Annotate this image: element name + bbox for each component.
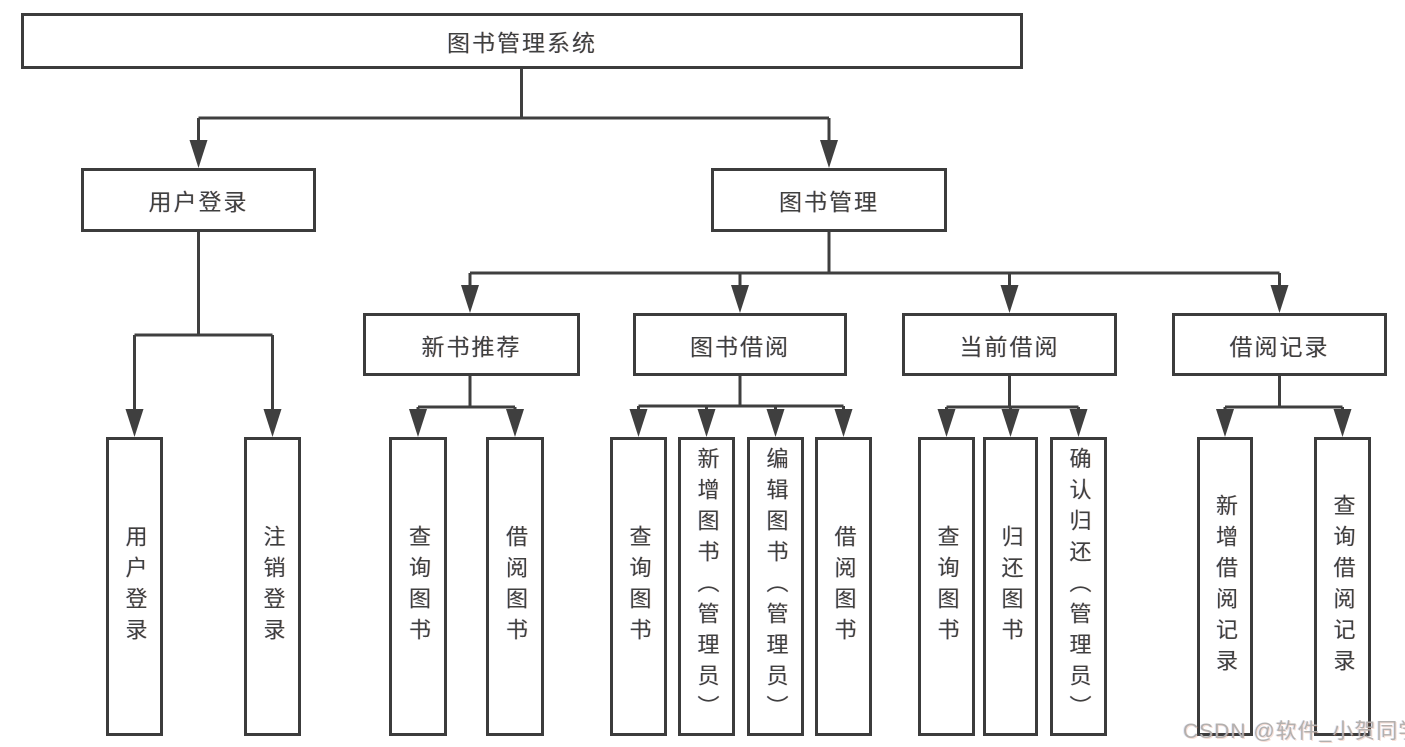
node-current-borrowing: 当前借阅 (902, 313, 1117, 376)
node-borrowing-records: 借阅记录 (1172, 313, 1387, 376)
arrow-borrow (731, 285, 749, 313)
node-user-login: 用户登录 (81, 168, 316, 232)
node-label: 查询图书 (934, 524, 960, 649)
leaf-query-borrow-record: 查询借阅记录 (1314, 437, 1371, 736)
node-label: 归还图书 (998, 524, 1024, 649)
leaf-borrow-books: 借阅图书 (815, 437, 872, 736)
node-label: 查询图书 (626, 524, 652, 649)
node-label: 查询图书 (406, 524, 431, 649)
node-label: 新增借阅记录 (1213, 493, 1238, 680)
leaf-add-books-admin: 新增图书（管理员） (678, 437, 735, 736)
csdn-watermark: CSDN @软件_小贺同学 (1183, 720, 1405, 743)
node-label: 用户登录 (122, 524, 148, 649)
node-book-borrowing: 图书借阅 (633, 313, 847, 376)
leaf-logout: 注销登录 (244, 437, 301, 736)
arrow-current (1000, 285, 1019, 313)
leaf-confirm-return-admin: 确认归还（管理员） (1050, 437, 1107, 736)
node-label: 借阅记录 (1229, 333, 1330, 360)
node-new-book-recommend: 新书推荐 (363, 313, 580, 376)
leaf-query-books-borrow: 查询图书 (610, 437, 667, 736)
node-label: 图书管理 (779, 189, 879, 215)
node-label: 新增图书（管理员） (694, 447, 720, 726)
node-label: 确认归还（管理员） (1066, 447, 1092, 726)
node-label: 图书借阅 (690, 333, 790, 360)
arrow-book-management (820, 140, 838, 168)
node-label: 查询借阅记录 (1330, 493, 1356, 680)
node-label: 编辑图书（管理员） (763, 447, 789, 726)
node-book-management: 图书管理 (711, 168, 947, 232)
leaf-return-books: 归还图书 (983, 437, 1038, 736)
node-label: 借阅图书 (503, 524, 528, 649)
leaf-query-books-recommend: 查询图书 (389, 437, 447, 736)
node-label: 当前借阅 (959, 333, 1060, 360)
node-label: 用户登录 (148, 189, 249, 215)
node-label: 注销登录 (260, 524, 286, 649)
arrowheads (125, 140, 1352, 437)
leaf-add-borrow-record: 新增借阅记录 (1197, 437, 1253, 736)
arrow-recommend (461, 285, 479, 313)
leaf-query-books-current: 查询图书 (918, 437, 975, 736)
node-label: 图书管理系统 (447, 30, 597, 56)
arrow-records (1270, 285, 1289, 313)
node-book-management-system: 图书管理系统 (21, 13, 1023, 69)
leaf-borrow-books-recommend: 借阅图书 (486, 437, 544, 736)
leaf-edit-books-admin: 编辑图书（管理员） (747, 437, 804, 736)
leaf-user-login: 用户登录 (106, 437, 163, 736)
arrow-user-login (189, 140, 208, 168)
node-label: 新书推荐 (421, 333, 522, 360)
node-label: 借阅图书 (831, 524, 857, 649)
